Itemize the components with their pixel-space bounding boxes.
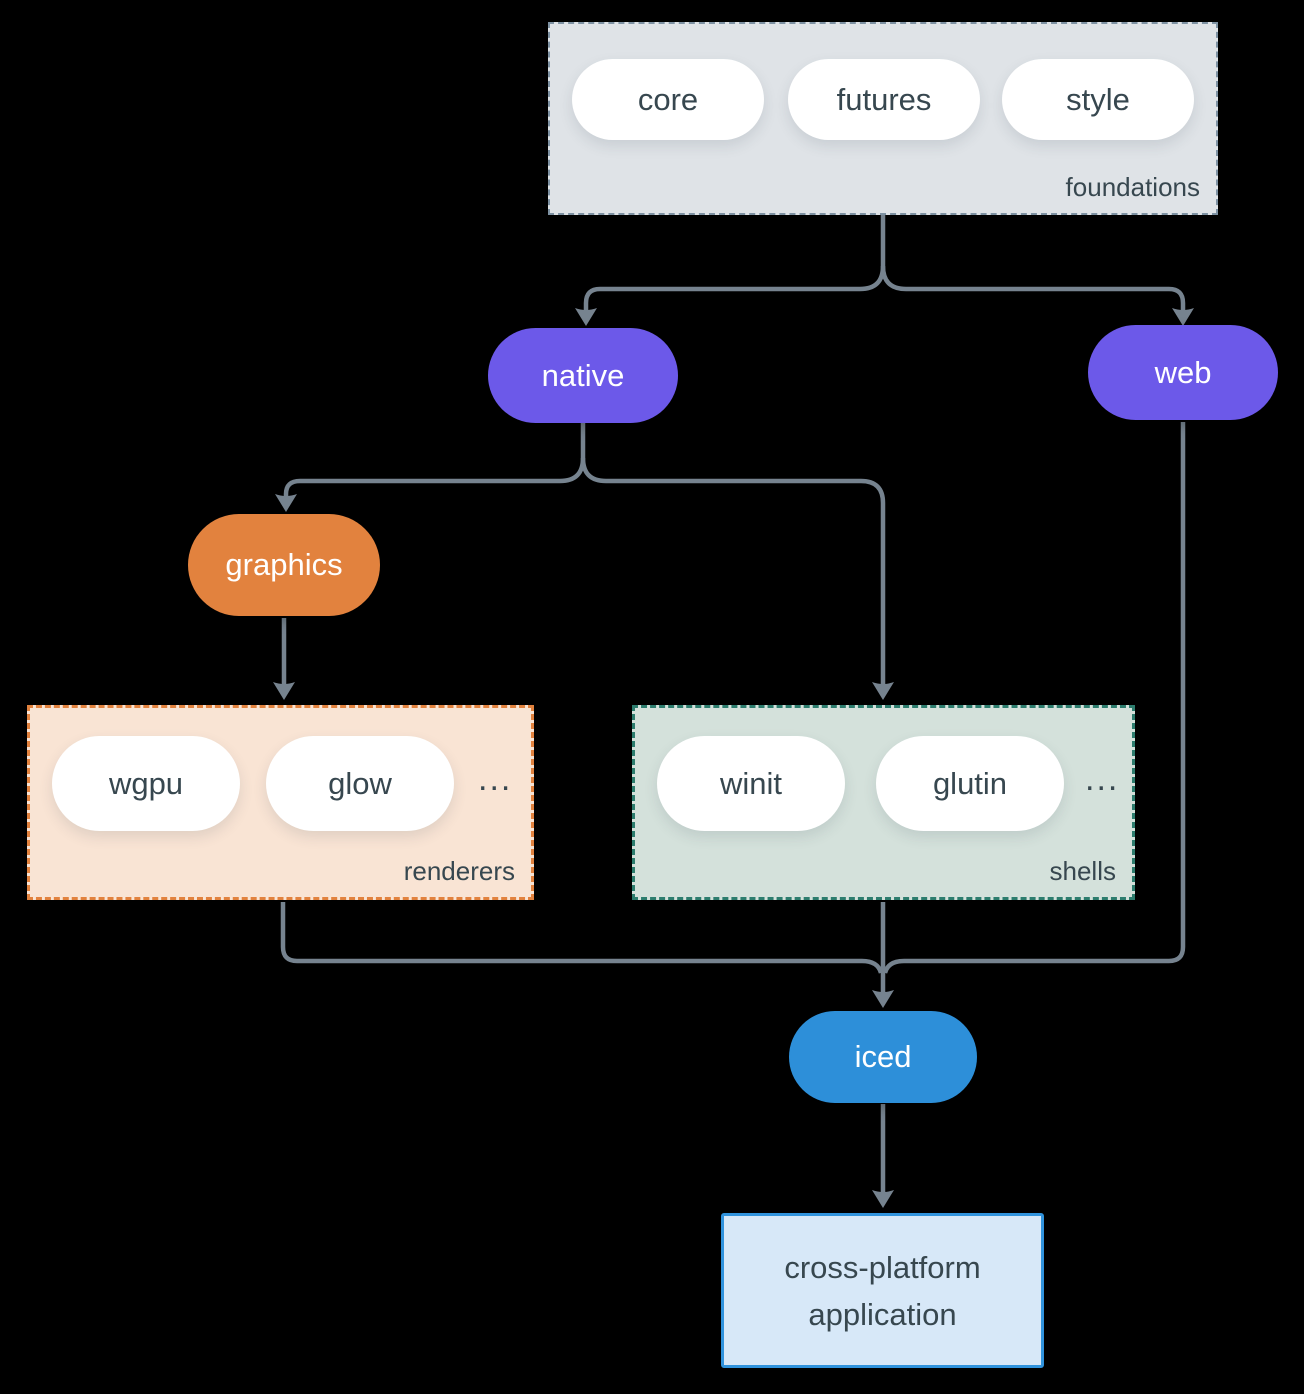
node-wgpu-label: wgpu bbox=[108, 765, 184, 801]
shells-ellipsis: ... bbox=[1085, 760, 1120, 798]
arrowhead bbox=[273, 682, 295, 700]
arrowhead bbox=[872, 990, 894, 1008]
edge-foundations-web bbox=[880, 265, 1186, 310]
arrowhead bbox=[575, 308, 597, 326]
edge-foundations-native bbox=[583, 215, 886, 310]
application-label-line2: application bbox=[808, 1296, 957, 1332]
arrowhead bbox=[1172, 308, 1194, 326]
node-graphics-label: graphics bbox=[225, 547, 343, 582]
node-style-label: style bbox=[1066, 81, 1130, 117]
arrowhead bbox=[275, 494, 297, 512]
arrowhead bbox=[872, 682, 894, 700]
shells-group: winit glutin ... shells bbox=[632, 705, 1135, 900]
node-core: core bbox=[572, 59, 764, 140]
renderers-group-label: renderers bbox=[403, 856, 515, 886]
node-glow: glow bbox=[266, 736, 454, 831]
node-native-label: native bbox=[541, 357, 625, 393]
node-graphics: graphics bbox=[188, 514, 380, 616]
node-wgpu: wgpu bbox=[52, 736, 240, 831]
node-iced-label: iced bbox=[854, 1039, 912, 1074]
node-glutin-label: glutin bbox=[932, 765, 1008, 801]
edge-native-shells bbox=[580, 457, 886, 684]
node-native: native bbox=[488, 328, 678, 423]
application-label-line1: cross-platform bbox=[784, 1249, 981, 1285]
node-glow-label: glow bbox=[328, 765, 392, 801]
node-glutin: glutin bbox=[876, 736, 1064, 831]
edge-native-graphics bbox=[283, 423, 586, 496]
shells-group-label: shells bbox=[1049, 856, 1116, 886]
renderers-group: wgpu glow ... renderers bbox=[27, 705, 534, 900]
node-futures-label: futures bbox=[836, 81, 932, 117]
node-futures: futures bbox=[788, 59, 980, 140]
node-web-label: web bbox=[1154, 354, 1212, 390]
node-winit: winit bbox=[657, 736, 845, 831]
node-core-label: core bbox=[637, 81, 699, 117]
foundations-group: core futures style foundations bbox=[548, 22, 1218, 215]
node-web: web bbox=[1088, 325, 1278, 420]
node-iced: iced bbox=[789, 1011, 977, 1103]
node-application: cross-platform application bbox=[721, 1213, 1044, 1368]
renderers-ellipsis: ... bbox=[478, 760, 513, 798]
node-style: style bbox=[1002, 59, 1194, 140]
node-winit-label: winit bbox=[719, 765, 782, 801]
edge-renderers-iced bbox=[280, 902, 884, 974]
foundations-group-label: foundations bbox=[1065, 172, 1200, 202]
arrowhead bbox=[872, 1190, 894, 1208]
